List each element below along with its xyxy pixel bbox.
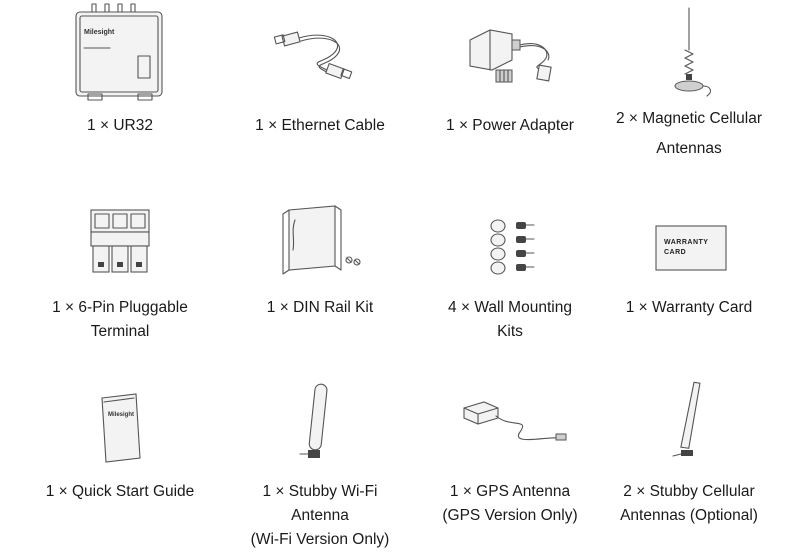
item-caption: 1 × GPS Antenna (GPS Version Only) xyxy=(412,480,608,528)
ethernet-cable-icon xyxy=(222,0,418,110)
caption-line: Kits xyxy=(497,323,523,340)
wall-mount-screws-icon xyxy=(412,200,608,310)
caption-line: 1 × Ethernet Cable xyxy=(255,117,385,134)
caption-line: 1 × Quick Start Guide xyxy=(45,483,195,500)
item-caption: 2 × Stubby Cellular Antennas (Optional) xyxy=(591,480,785,528)
stubby-cellular-antenna-icon xyxy=(591,378,785,488)
item-caption: 2 × Magnetic Cellular Antennas xyxy=(591,107,785,161)
caption-line: 1 × 6-Pin Pluggable xyxy=(52,299,188,316)
logo-text: Milesight xyxy=(84,29,115,36)
magnetic-antenna-icon xyxy=(591,0,785,110)
item-caption: 1 × Quick Start Guide xyxy=(22,480,218,504)
item-caption: 1 × Power Adapter xyxy=(412,114,608,138)
caption-line: 2 × Stubby Cellular xyxy=(623,483,755,500)
item-caption: 1 × Ethernet Cable xyxy=(222,114,418,138)
caption-line: Antennas xyxy=(656,140,722,157)
item-caption: 1 × UR32 xyxy=(22,114,218,138)
router-device-icon: Milesight xyxy=(22,0,218,110)
terminal-block-icon xyxy=(22,200,218,310)
caption-line: 4 × Wall Mounting xyxy=(448,299,572,316)
booklet-icon: Milesight xyxy=(22,378,218,488)
item-caption: 1 × 6-Pin Pluggable Terminal xyxy=(22,296,218,344)
power-adapter-icon xyxy=(412,0,608,110)
caption-line: (Wi-Fi Version Only) xyxy=(250,531,390,548)
warranty-card-label-2: CARD xyxy=(664,249,686,256)
caption-line: 1 × Stubby Wi-Fi xyxy=(262,483,378,500)
caption-line: 1 × Warranty Card xyxy=(625,299,753,316)
item-caption: 4 × Wall Mounting Kits xyxy=(412,296,608,344)
item-caption: 1 × DIN Rail Kit xyxy=(222,296,418,320)
caption-line: Antennas (Optional) xyxy=(620,507,758,524)
din-rail-icon xyxy=(222,200,418,310)
warranty-card-label-1: WARRANTY xyxy=(664,239,708,246)
stubby-antenna-icon xyxy=(222,378,418,488)
item-caption: 1 × Stubby Wi-Fi Antenna (Wi-Fi Version … xyxy=(222,480,418,552)
caption-line: 1 × Power Adapter xyxy=(446,117,574,134)
gps-antenna-icon xyxy=(412,378,608,488)
logo-text: Milesight xyxy=(108,412,134,418)
caption-line: Terminal xyxy=(90,323,150,340)
caption-line: 1 × UR32 xyxy=(87,117,153,134)
caption-line: 2 × Magnetic Cellular xyxy=(615,110,763,127)
caption-line: 1 × GPS Antenna xyxy=(449,483,571,500)
caption-line: Antenna xyxy=(291,507,349,524)
caption-line: 1 × DIN Rail Kit xyxy=(266,299,374,316)
warranty-card-icon: WARRANTY CARD xyxy=(591,200,785,310)
caption-line: (GPS Version Only) xyxy=(442,507,578,524)
item-caption: 1 × Warranty Card xyxy=(591,296,785,320)
